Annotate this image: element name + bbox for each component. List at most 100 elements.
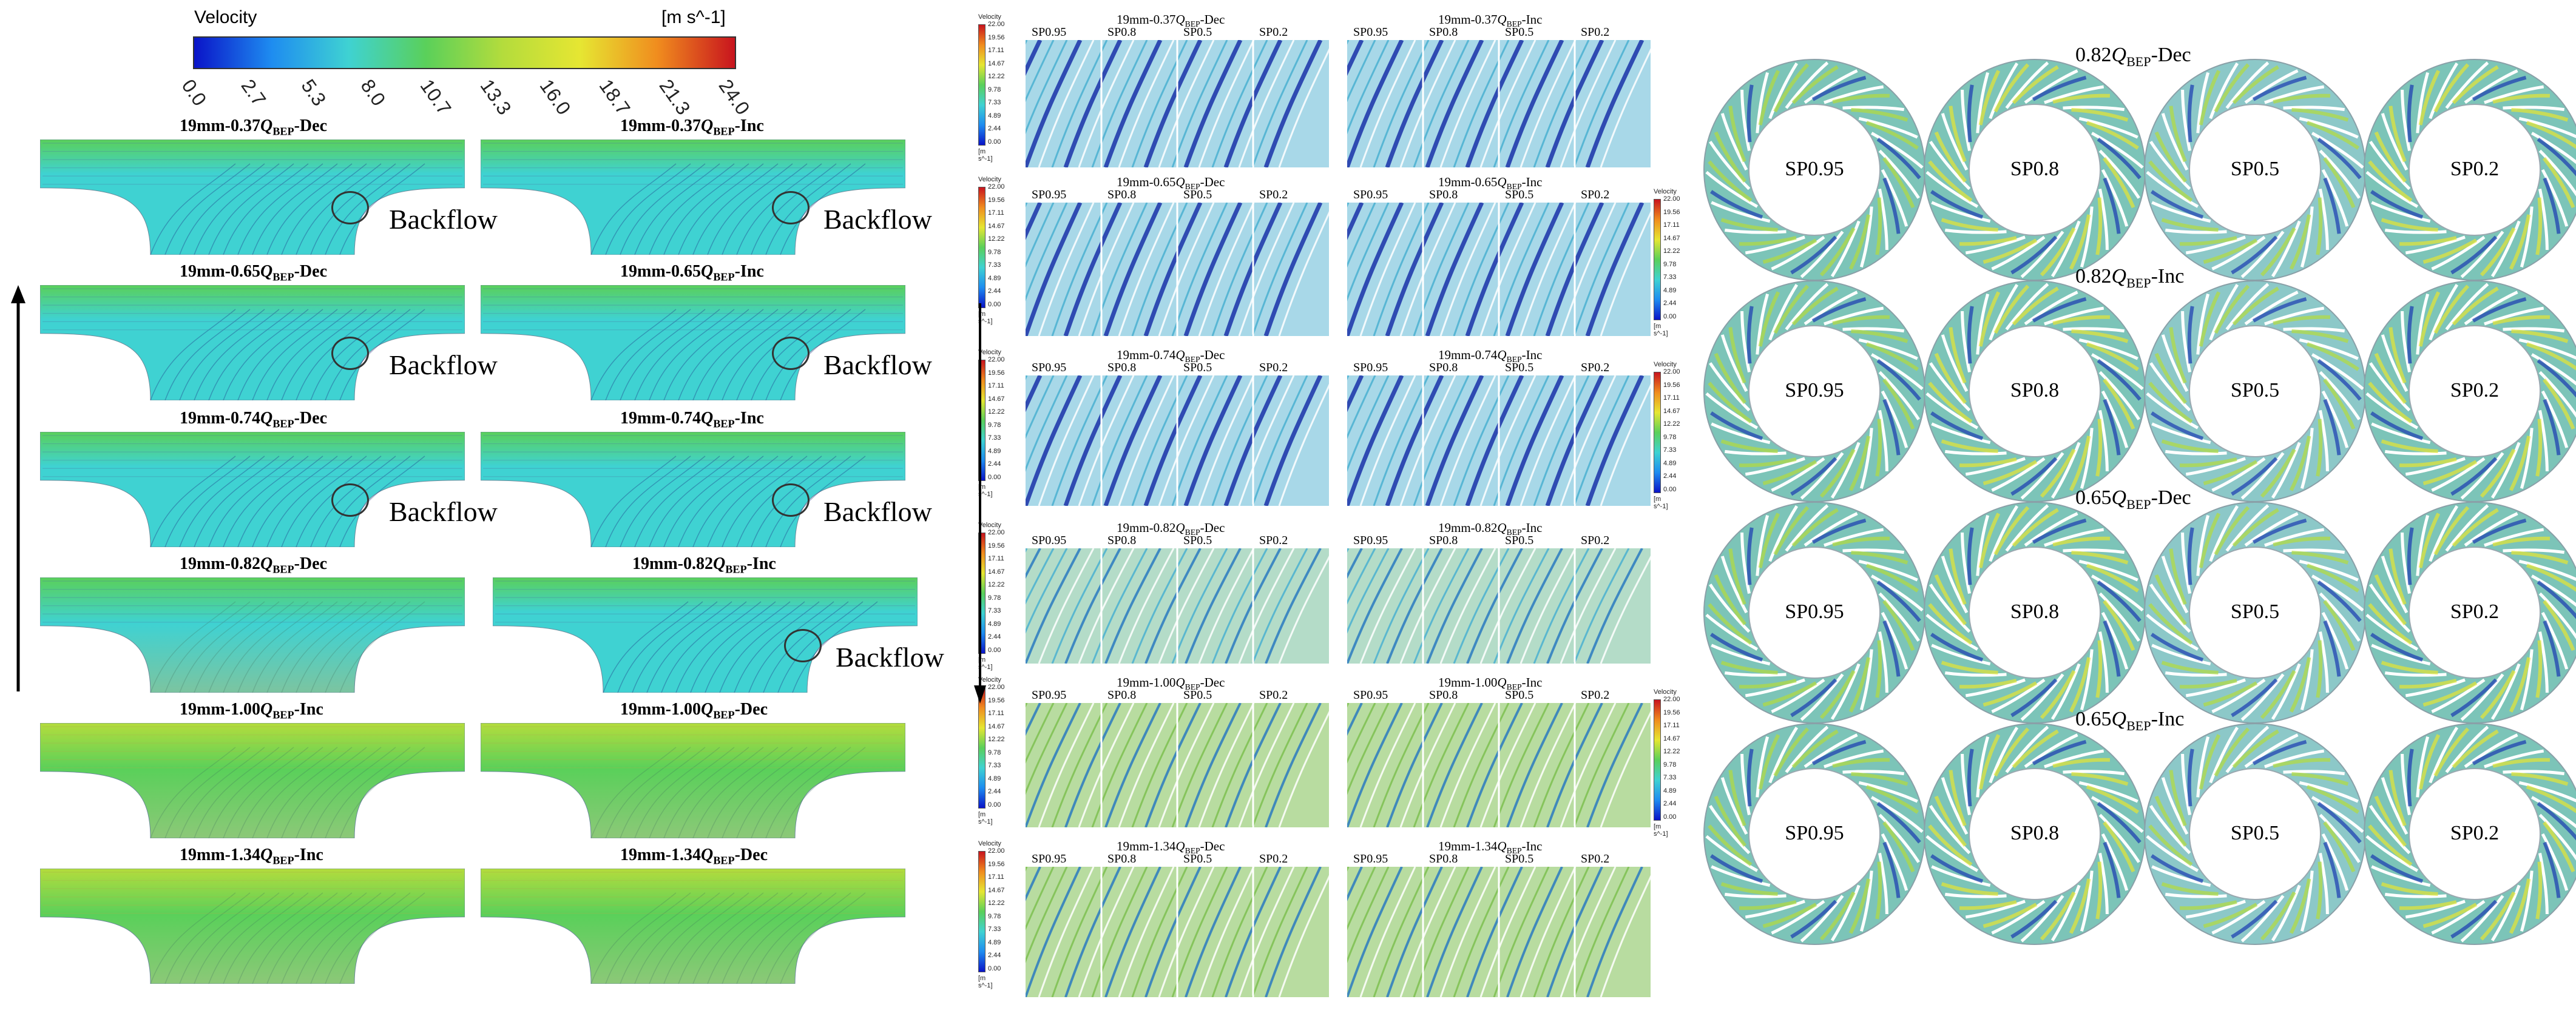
- title-suffix: -Dec: [1200, 520, 1225, 535]
- blade-passage-field: [1026, 375, 1329, 506]
- mini-colorbar-tick: 0.00: [988, 646, 1001, 654]
- mini-colorbar-tick: 2.44: [988, 952, 1001, 959]
- title-suffix: -Dec: [734, 846, 768, 864]
- blade-sp-label: SP0.2: [1259, 688, 1288, 702]
- ring-sp-label: SP0.95: [1785, 379, 1844, 402]
- blade-sp-label: SP0.8: [1107, 188, 1137, 201]
- title-prefix: 19mm-1.34: [1438, 839, 1498, 853]
- meridional-flow-field: [481, 723, 905, 838]
- blade-sp-label: SP0.8: [1107, 361, 1137, 374]
- impeller-ring-field: [1703, 280, 1925, 502]
- mini-colorbar-tick: 19.56: [988, 33, 1005, 41]
- mini-colorbar-tick: 19.56: [1663, 208, 1680, 216]
- mini-colorbar-tick: 2.44: [988, 125, 1001, 132]
- ring-row-title: 0.82QBEP-Inc: [2075, 265, 2184, 291]
- mini-colorbar-tick: 22.00: [988, 529, 1005, 536]
- colorbar-title: Velocity: [194, 7, 257, 27]
- q-subscript: BEP: [1506, 355, 1522, 365]
- backflow-label: Backflow: [823, 496, 932, 527]
- q-symbol: Q: [2111, 44, 2127, 66]
- case-title: 19mm-1.34QBEP-Dec: [620, 846, 768, 867]
- backflow-label: Backflow: [389, 496, 498, 527]
- blade-sp-label: SP0.5: [1505, 188, 1534, 201]
- blade-passage-field: [1347, 548, 1651, 664]
- title-prefix: 19mm-0.37: [1117, 12, 1176, 27]
- blade-row-title: 19mm-0.82QBEP-Dec: [1117, 520, 1225, 537]
- meridional-flow-field: [40, 869, 465, 984]
- mini-colorbar-tick: 9.78: [988, 421, 1001, 429]
- q-subscript: BEP: [272, 563, 294, 576]
- q-symbol: Q: [1497, 675, 1507, 690]
- mini-colorbar-tick: 22.00: [988, 21, 1005, 28]
- blade-row-title: 19mm-0.65QBEP-Dec: [1117, 175, 1225, 192]
- mini-colorbar-tick: 7.33: [988, 926, 1001, 933]
- q-subscript: BEP: [713, 854, 735, 867]
- q-symbol: Q: [700, 409, 714, 428]
- mini-colorbar-tick: 19.56: [1663, 381, 1680, 389]
- increase-arrow: [11, 285, 25, 691]
- mini-colorbar-tick: 0.00: [988, 138, 1001, 146]
- meridional-flow-field: [40, 285, 465, 400]
- blade-sp-label: SP0.95: [1032, 188, 1067, 201]
- colorbar-tick: 2.7: [237, 75, 271, 110]
- mini-colorbar-unit: [m s^-1]: [978, 811, 993, 826]
- mini-colorbar-gradient: [978, 851, 985, 972]
- mini-colorbar-tick: 9.78: [1663, 433, 1677, 441]
- title-prefix: 19mm-0.82: [180, 554, 260, 573]
- colorbar-tick: 16.0: [535, 75, 575, 119]
- case-title: 19mm-0.37QBEP-Dec: [180, 116, 327, 138]
- q-symbol: Q: [1175, 675, 1185, 690]
- title-suffix: -Inc: [734, 262, 764, 281]
- q-subscript: BEP: [272, 854, 294, 867]
- title-suffix: -Dec: [1200, 839, 1225, 853]
- title-suffix: -Inc: [294, 700, 323, 719]
- title-prefix: 19mm-0.37: [1438, 12, 1498, 27]
- impeller-ring-field: [1703, 59, 1925, 281]
- blade-sp-label: SP0.95: [1353, 361, 1388, 374]
- blade-passage-field: [1347, 203, 1651, 336]
- q-symbol: Q: [1175, 839, 1185, 853]
- title-suffix: -Inc: [734, 409, 764, 428]
- q-subscript: BEP: [713, 417, 735, 430]
- title-prefix: 19mm-0.37: [180, 116, 260, 135]
- q-symbol: Q: [2111, 265, 2127, 288]
- blade-sp-label: SP0.5: [1505, 534, 1534, 547]
- backflow-marker: [784, 629, 822, 662]
- title-suffix: -Dec: [1200, 675, 1225, 690]
- blade-sp-label: SP0.95: [1032, 25, 1067, 39]
- blade-sp-label: SP0.95: [1353, 534, 1388, 547]
- q-subscript: BEP: [713, 125, 735, 138]
- mini-colorbar-tick: 12.22: [1663, 420, 1680, 428]
- q-subscript: BEP: [1185, 355, 1200, 365]
- mini-colorbar-tick: 14.67: [1663, 735, 1680, 742]
- mini-colorbar-tick: 7.33: [988, 99, 1001, 106]
- mini-colorbar-tick: 22.00: [1663, 696, 1680, 703]
- case-title: 19mm-0.74QBEP-Dec: [180, 409, 327, 431]
- case-title: 19mm-0.37QBEP-Inc: [620, 116, 764, 138]
- blade-sp-label: SP0.8: [1429, 852, 1458, 866]
- q-subscript: BEP: [1185, 182, 1200, 192]
- mini-colorbar-tick: 4.89: [988, 620, 1001, 628]
- title-prefix: 19mm-0.74: [620, 409, 701, 428]
- title-suffix: -Dec: [294, 554, 327, 573]
- blade-sp-label: SP0.8: [1107, 852, 1137, 866]
- mini-colorbar-tick: 22.00: [988, 847, 1005, 855]
- ring-row-title: 0.65QBEP-Inc: [2075, 708, 2184, 734]
- colorbar-tick: 5.3: [297, 75, 331, 110]
- mini-colorbar-tick: 0.00: [1663, 312, 1677, 320]
- mini-colorbar-tick: 0.00: [1663, 485, 1677, 493]
- ring-sp-label: SP0.95: [1785, 158, 1844, 180]
- case-title: 19mm-1.00QBEP-Dec: [620, 700, 768, 722]
- meridional-flow-field: [493, 577, 918, 693]
- mini-colorbar-tick: 9.78: [988, 594, 1001, 602]
- case-title: 19mm-0.74QBEP-Inc: [620, 409, 764, 431]
- q-subscript: BEP: [1185, 19, 1200, 29]
- mini-colorbar-gradient: [978, 687, 985, 809]
- colorbar-tick: 10.7: [416, 75, 456, 119]
- mini-colorbar-tick: 19.56: [1663, 708, 1680, 716]
- ring-sp-label: SP0.2: [2450, 600, 2500, 623]
- impeller-ring-field: [1703, 723, 1925, 945]
- mini-colorbar-tick: 12.22: [988, 736, 1005, 743]
- ring-sp-label: SP0.5: [2230, 158, 2280, 180]
- mini-colorbar-tick: 17.11: [1663, 722, 1680, 729]
